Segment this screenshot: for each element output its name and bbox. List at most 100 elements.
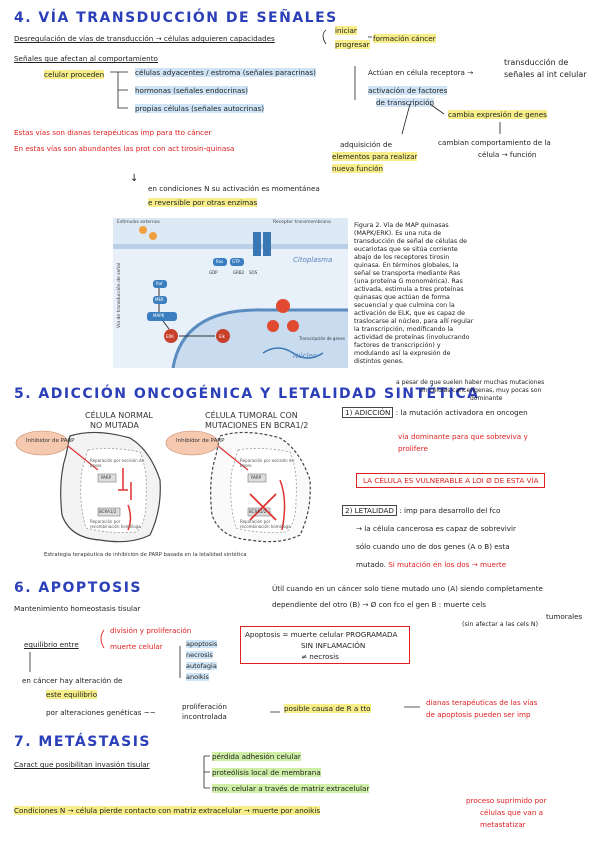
prolif-2: incontrolada [182, 712, 227, 721]
note-2: en células cancerígenas, muy pocas son [420, 387, 542, 394]
parp-inhibitor-1: Inhibidor de PARP [26, 438, 75, 444]
adq-1: adquisición de [340, 140, 392, 149]
mapk-caption: Figura 2. Vía de MAP quinasas (MAPK/ERK)… [354, 222, 474, 365]
note-1: a pesar de que suelen haber muchas mutac… [396, 379, 545, 386]
fig-nucleo: Núcleo [293, 352, 318, 360]
apop-line-1: Apoptosis = muerte celular PROGRAMADA [245, 630, 398, 639]
proc-2: células que van a [480, 808, 544, 817]
red-note-2: En estas vías son abundantes las prot co… [14, 144, 235, 153]
repair-1b: Reparación por escisión de bases [240, 458, 294, 468]
fig-mapk: MAPK [153, 313, 165, 318]
section-5-title: 5. ADICCIÓN ONCOGÉNICA Y LETALIDAD SINTÉ… [14, 386, 480, 402]
right-1: Actúan en célula receptora → [368, 68, 474, 77]
fig-erk: ERK [166, 334, 174, 339]
source-3: propias células (señales autocrinas) [135, 104, 265, 113]
right-1c: señales al int celular [504, 70, 587, 79]
proc-3: metastatizar [480, 820, 526, 829]
parp-inner-2: PARP [251, 475, 262, 480]
section-6-title: 6. APOPTOSIS [14, 580, 143, 596]
fig-estimulos: Estímulos externos [117, 220, 160, 225]
repair-1a: Reparación por escisión de bases [90, 458, 144, 468]
down-arrow-icon: ↓ [130, 173, 139, 184]
item-3: mov. celular a través de matriz extracel… [212, 784, 370, 793]
death-3: autofagia [186, 662, 217, 670]
adiccion-line: 1) ADICCIÓN : la mutación activadora en … [342, 407, 528, 418]
vulnerable-box: LA CÉLULA ES VULNERABLE A LOI Ø DE ESTA … [356, 473, 546, 488]
fig-citoplasma: Citoplasma [293, 256, 333, 264]
prolif-1: proliferación [182, 702, 227, 711]
brca-1: BCRA1/2 [99, 509, 117, 514]
source-1: células adyacentes / estroma (señales pa… [135, 68, 316, 77]
fig-mek: MEK [155, 297, 164, 302]
adq-3: nueva función [332, 164, 384, 173]
dereg-text: Desregulación de vías de transducción → … [14, 34, 275, 43]
death-4: anoikis [186, 673, 209, 681]
cond-text-2: e reversible por otras enzimas [148, 198, 258, 207]
note-3: dominante [470, 395, 503, 402]
cell1-title-2: NO MUTADA [90, 421, 139, 430]
right-2b: de transcripción [376, 98, 435, 107]
right-3: cambia expresión de genes [448, 110, 547, 119]
dereg-out: formación cáncer [373, 34, 436, 43]
item-2: proteólisis local de membrana [212, 768, 321, 777]
equil-text: equilibrio entre [24, 640, 79, 649]
mapk-figure: Estímulos externos Receptor transmembran… [113, 218, 348, 368]
section-4-title: 4. VÍA TRANSDUCCIÓN DE SEÑALES [14, 10, 338, 26]
senales-text: Señales que afectan al comportamiento [14, 54, 158, 63]
fig-gdp: GDP [209, 270, 218, 275]
let-2: → la célula cancerosa es capaz de sobrev… [356, 524, 516, 533]
fig-grb2: GRB2 [233, 270, 245, 275]
util-4: (sin afectar a las cels N) [462, 621, 539, 628]
parp-inner-1: PARP [101, 475, 112, 480]
dereg-opt1: iniciar [335, 26, 357, 35]
via-dom-1: vía dominante para que sobreviva y [398, 432, 528, 441]
source-2: hormonas (señales endocrinas) [135, 86, 248, 95]
gen-text: por alteraciones genéticas ~~ [46, 708, 156, 717]
fig-gtp: GTP [232, 259, 240, 264]
cancer-2: este equilibrio [46, 690, 98, 699]
cancer-1: en cáncer hay alteración de [22, 676, 123, 685]
cell2-title-1: CÉLULA TUMORAL CON [205, 411, 298, 420]
causa-text: posible causa de R a tto [284, 704, 371, 713]
death-1: apoptosis [186, 640, 218, 648]
parp-inhibitor-2: Inhibidor de PARP [176, 438, 225, 444]
death-2: necrosis [186, 651, 213, 659]
div-text: división y proliferación [110, 626, 192, 635]
cell1-title-1: CÉLULA NORMAL [85, 411, 153, 420]
via-dom-2: prolifere [398, 444, 428, 453]
proc-1: proceso suprimido por [466, 796, 547, 805]
util-3: tumorales [546, 612, 583, 621]
dianas-2: de apoptosis pueden ser imp [426, 710, 531, 719]
parp-caption: Estrategia terapéutica de inhibición de … [44, 552, 247, 558]
right-4: cambian comportamiento de la [438, 138, 551, 147]
adq-2: elementos para realizar [332, 152, 418, 161]
cond-text: en condiciones N su activación es moment… [148, 184, 320, 193]
util-2: dependiente del otro (B) → Ø con fco el … [272, 600, 486, 609]
let-3: sólo cuando uno de dos genes (A o B) est… [356, 542, 510, 551]
repair-2b: Reparación por recombinación homóloga [240, 519, 291, 529]
fig-sos: SOS [249, 270, 258, 275]
carac-text: Caract que posibilitan invasión tisular [14, 760, 150, 769]
celular-proceden: celular proceden [44, 70, 105, 79]
util-1: Útil cuando en un cáncer solo tiene muta… [272, 584, 543, 593]
dereg-opt2: progresar [335, 40, 370, 49]
apoptosis-box: Apoptosis = muerte celular PROGRAMADA SI… [240, 626, 410, 664]
cond-line: Condiciones N → célula pierde contacto c… [14, 806, 321, 815]
fig-transcripcion: Transcripción de genes [299, 336, 345, 341]
right-1b: transducción de [504, 58, 569, 67]
right-2: activación de factores [368, 86, 448, 95]
fig-ras: Ras [216, 259, 224, 264]
muerte-text: muerte celular [110, 642, 163, 651]
item-1: pérdida adhesión celular [212, 752, 301, 761]
right-4b: célula → función [478, 150, 537, 159]
apop-line-2: SIN INFLAMACIÓN [301, 641, 366, 650]
brca-2: BCRA1/2 [249, 509, 267, 514]
fig-receptor: Receptor transmembrana [273, 220, 331, 225]
cell2-title-2: MUTACIONES EN BCRA1/2 [205, 421, 309, 430]
red-note-1: Estas vías son dianas terapéuticas imp p… [14, 128, 212, 137]
dianas-1: dianas terapéuticas de las vías [426, 698, 538, 707]
